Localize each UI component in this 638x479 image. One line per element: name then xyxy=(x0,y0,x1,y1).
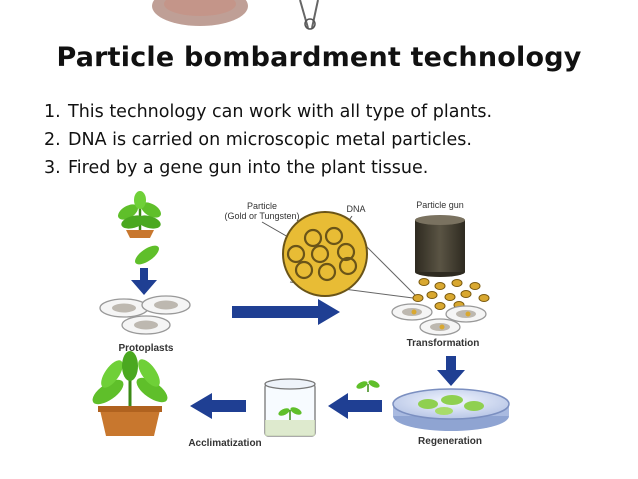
particle-label-detail: (Gold or Tungsten) xyxy=(224,211,299,221)
protoplasts-label: Protoplasts xyxy=(118,343,173,354)
arrow-down-icon xyxy=(437,356,465,386)
bullet-item: 3. Fired by a gene gun into the plant tis… xyxy=(44,154,492,182)
particle-label: Particle xyxy=(247,201,277,211)
top-decoration xyxy=(152,0,319,30)
arrow-down-icon xyxy=(131,268,157,295)
bullet-item: 1. This technology can work with all type… xyxy=(44,98,492,126)
potted-plant-icon xyxy=(92,351,168,436)
particle-gun-label: Particle gun xyxy=(416,200,464,210)
particle-gun-icon xyxy=(415,215,465,277)
arrow-right-icon xyxy=(232,299,340,325)
bullet-text: DNA is carried on microscopic metal part… xyxy=(68,130,472,150)
transformed-cells-icon xyxy=(391,303,487,336)
slide-title: Particle bombardment technology xyxy=(56,42,582,73)
protoplast-cells-icon xyxy=(99,295,191,335)
petri-dish-icon xyxy=(392,388,510,431)
bullet-text: This technology can work with all type o… xyxy=(68,102,493,122)
regeneration-label: Regeneration xyxy=(418,436,482,447)
sprout-icon xyxy=(356,380,380,392)
culture-jar-icon xyxy=(264,378,316,437)
bullet-item: 2. DNA is carried on microscopic metal pa… xyxy=(44,126,492,154)
bullet-number: 2. xyxy=(44,130,61,150)
gold-particle-magnified-icon xyxy=(282,211,368,297)
dna-label: DNA xyxy=(346,204,365,214)
seedling-plant-icon xyxy=(118,191,161,238)
transformation-label: Transformation xyxy=(407,338,480,349)
bullet-number: 3. xyxy=(44,158,61,178)
bullet-text: Fired by a gene gun into the plant tissu… xyxy=(68,158,429,178)
bullet-number: 1. xyxy=(44,102,61,122)
leaf-piece-icon xyxy=(135,245,159,265)
acclimatization-label: Acclimatization xyxy=(188,438,261,449)
bullet-list: 1. This technology can work with all type… xyxy=(44,98,492,182)
arrow-left-icon xyxy=(328,393,382,419)
arrow-left-icon xyxy=(190,393,246,419)
gold-particles-icon xyxy=(412,278,490,310)
